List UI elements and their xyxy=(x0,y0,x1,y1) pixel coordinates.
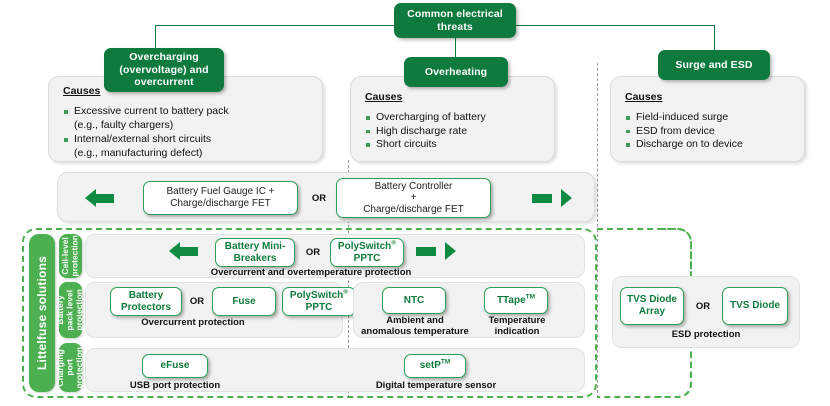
cause-item: ESD from device xyxy=(625,125,800,139)
causes-list-overcharging: Excessive current to battery pack (e.g.,… xyxy=(63,105,313,160)
row-tab-label: Battery pack level protection xyxy=(55,289,85,331)
chip-line-1: PolySwitch® xyxy=(337,239,397,252)
panel-charging-port: eFuse USB port protection setPTM Digital… xyxy=(85,348,585,392)
chip-tvs-diode-array[interactable]: TVS Diode Array xyxy=(620,287,684,325)
row-tab-cell-level: Cell-level protection xyxy=(59,234,82,278)
row-tab-label: Cell-level protection xyxy=(60,235,80,277)
chip-line-2: PPTC xyxy=(305,301,333,313)
connector-down-center xyxy=(455,25,457,58)
chip-polyswitch-pptc-pack[interactable]: PolySwitch® PPTC xyxy=(282,287,356,316)
node-common-electrical-threats[interactable]: Common electrical threats xyxy=(394,3,516,38)
chip-line-1: PolySwitch® xyxy=(289,288,349,301)
panel-controller-row: Battery Fuel Gauge IC + Charge/discharge… xyxy=(57,172,595,222)
cause-item: Field-induced surge xyxy=(625,111,800,125)
connector-down-left xyxy=(155,25,157,49)
chip-label: setPTM xyxy=(419,358,451,371)
left-arrow-icon xyxy=(85,189,125,208)
chip-polyswitch-pptc-cell[interactable]: PolySwitch® PPTC xyxy=(330,238,404,267)
chip-battery-fuel-gauge[interactable]: Battery Fuel Gauge IC + Charge/discharge… xyxy=(143,181,298,215)
or-label-cell-level: OR xyxy=(305,247,321,258)
chip-ttape[interactable]: TTapeTM xyxy=(484,287,548,314)
section-label-littelfuse-solutions: Littelfuse solutions xyxy=(29,234,55,392)
cause-item: Internal/external short circuits (e.g., … xyxy=(63,133,313,160)
chip-battery-protectors[interactable]: Battery Protectors xyxy=(110,287,182,316)
cause-item: Excessive current to battery pack (e.g.,… xyxy=(63,105,313,132)
left-arrow-icon xyxy=(169,242,209,261)
right-arrow-icon xyxy=(532,189,572,208)
or-label-controller: OR xyxy=(311,192,327,204)
chip-fuse[interactable]: Fuse xyxy=(212,287,276,316)
panel-battery-pack-left: Battery Protectors OR Fuse PolySwitch® P… xyxy=(85,282,356,338)
causes-list-overheating: Overcharging of battery High discharge r… xyxy=(365,111,550,152)
caption-ttape: Temperature indication xyxy=(488,315,546,337)
chip-line-2: PPTC xyxy=(353,252,381,264)
cause-item: Discharge on to device xyxy=(625,138,800,152)
caption-ntc: Ambient and anomalous temperature xyxy=(361,315,469,337)
chip-efuse[interactable]: eFuse xyxy=(142,354,208,378)
caption-cell-level: Overcurrent and overtemperature protecti… xyxy=(210,267,412,278)
chip-setp[interactable]: setPTM xyxy=(404,354,466,378)
chip-tvs-diode[interactable]: TVS Diode xyxy=(722,287,788,325)
node-overheating[interactable]: Overheating xyxy=(404,57,508,87)
section-label-text: Littelfuse solutions xyxy=(35,255,49,370)
panel-battery-pack-right: NTC Ambient and anomalous temperature TT… xyxy=(353,282,585,338)
or-label-esd: OR xyxy=(695,300,711,312)
panel-cell-level: Battery Mini- Breakers OR PolySwitch® PP… xyxy=(85,234,585,278)
chip-battery-mini-breakers[interactable]: Battery Mini- Breakers xyxy=(215,238,295,267)
row-tab-label: Charging port protection xyxy=(55,346,85,389)
caption-overcurrent-protection: Overcurrent protection xyxy=(141,317,245,328)
divider-vertical-left xyxy=(348,160,349,398)
panel-surge-esd-causes: Causes Field-induced surge ESD from devi… xyxy=(610,76,805,162)
cause-item: Overcharging of battery xyxy=(365,111,550,125)
causes-label-overcharging: Causes xyxy=(63,85,101,97)
right-arrow-icon xyxy=(416,242,456,261)
chip-label: TTapeTM xyxy=(496,293,536,306)
panel-overheating-causes: Causes Overcharging of battery High disc… xyxy=(350,76,555,162)
node-overcharging[interactable]: Overcharging (overvoltage) and overcurre… xyxy=(104,48,224,92)
row-tab-battery-pack-level: Battery pack level protection xyxy=(55,282,85,338)
caption-usb-port-protection: USB port protection xyxy=(129,380,221,391)
or-label-battery-pack: OR xyxy=(189,296,205,307)
cause-item: Short circuits xyxy=(365,138,550,152)
row-tab-charging-port: Charging port protection xyxy=(55,343,85,392)
causes-label-surge-esd: Causes xyxy=(625,91,663,103)
connector-down-right xyxy=(714,25,716,50)
causes-list-surge-esd: Field-induced surge ESD from device Disc… xyxy=(625,111,800,152)
panel-esd-protection: TVS Diode Array OR TVS Diode ESD protect… xyxy=(612,276,800,348)
causes-label-overheating: Causes xyxy=(365,91,403,103)
chip-ntc[interactable]: NTC xyxy=(382,287,446,314)
caption-esd-protection: ESD protection xyxy=(671,329,741,340)
caption-digital-temperature-sensor: Digital temperature sensor xyxy=(375,380,497,391)
region-littelfuse-solutions xyxy=(22,228,597,398)
chip-battery-controller[interactable]: Battery Controller + Charge/discharge FE… xyxy=(336,178,491,218)
node-surge-and-esd[interactable]: Surge and ESD xyxy=(658,50,770,80)
cause-item: High discharge rate xyxy=(365,125,550,139)
